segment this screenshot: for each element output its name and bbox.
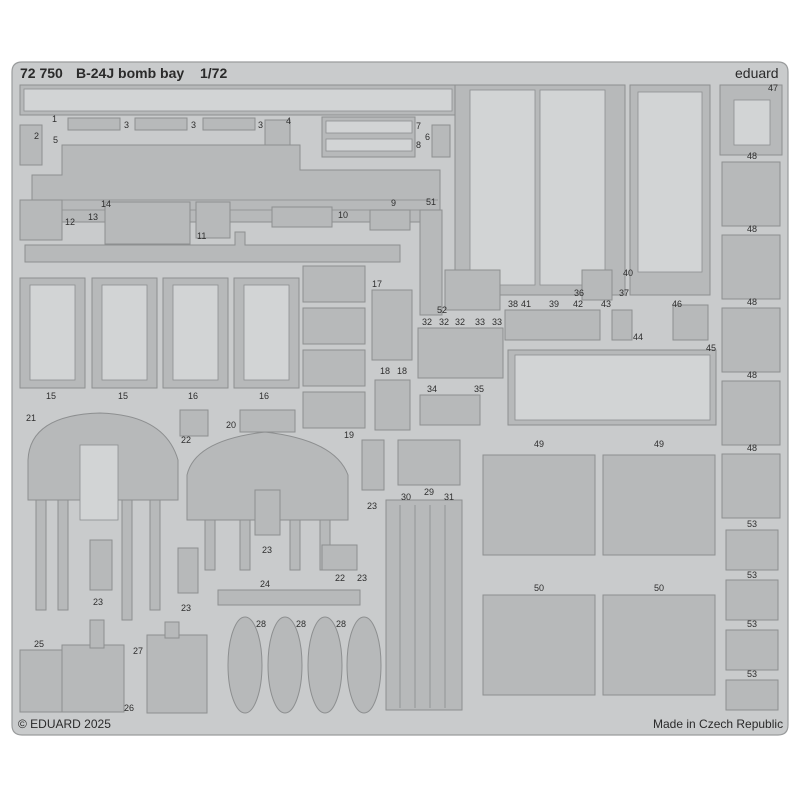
- part-number: 15: [46, 391, 56, 401]
- part-number: 31: [444, 492, 454, 502]
- part-number: 15: [118, 391, 128, 401]
- part-number: 32: [455, 317, 465, 327]
- fret-scale: 1/72: [200, 65, 227, 81]
- part-number: 20: [226, 420, 236, 430]
- part-number: 45: [706, 343, 716, 353]
- part-number: 49: [534, 439, 544, 449]
- part-48-group: [721, 161, 781, 519]
- part-number: 11: [197, 231, 206, 241]
- part-number: 18: [380, 366, 390, 376]
- part-number: 35: [474, 384, 484, 394]
- part-number: 23: [93, 597, 103, 607]
- part-number: 33: [475, 317, 485, 327]
- part-number: 28: [296, 619, 306, 629]
- brand-logo: eduard: [735, 65, 779, 81]
- part-number: 16: [259, 391, 269, 401]
- part-number: 49: [654, 439, 664, 449]
- part-number: 2: [34, 131, 39, 141]
- part-number: 53: [747, 570, 757, 580]
- part-number: 48: [747, 443, 757, 453]
- part-number: 3: [124, 120, 129, 130]
- part-number: 50: [654, 583, 664, 593]
- part-number: 29: [424, 487, 434, 497]
- part-number: 6: [425, 132, 430, 142]
- part-number: 48: [747, 370, 757, 380]
- fret-code: 72 750: [20, 65, 63, 81]
- part-number: 34: [427, 384, 437, 394]
- part-number: 48: [747, 224, 757, 234]
- part-number: 3: [191, 120, 196, 130]
- part-number: 23: [181, 603, 191, 613]
- part-number: 21: [26, 413, 36, 423]
- part-number: 17: [372, 279, 382, 289]
- part-number: 48: [747, 297, 757, 307]
- part-number: 10: [338, 210, 348, 220]
- part-number: 14: [101, 199, 111, 209]
- part-number: 43: [601, 299, 611, 309]
- part-number: 5: [53, 135, 58, 145]
- part-number: 28: [256, 619, 266, 629]
- part-number: 38: [508, 299, 518, 309]
- part-number: 33: [492, 317, 502, 327]
- part-number: 13: [88, 212, 98, 222]
- part-number: 40: [623, 268, 633, 278]
- part-number: 25: [34, 639, 44, 649]
- part-number: 51: [426, 197, 436, 207]
- part-number: 16: [188, 391, 198, 401]
- part-number: 19: [344, 430, 354, 440]
- part-number: 48: [747, 151, 757, 161]
- part-number: 3: [258, 120, 263, 130]
- copyright-text: © EDUARD 2025: [18, 717, 111, 731]
- part-number: 44: [633, 332, 643, 342]
- part-number: 52: [437, 305, 447, 315]
- part-number: 23: [262, 545, 272, 555]
- part-number: 53: [747, 669, 757, 679]
- part-number: 26: [124, 703, 134, 713]
- part-number: 28: [336, 619, 346, 629]
- part-number: 36: [574, 288, 584, 298]
- part-number: 39: [549, 299, 559, 309]
- parts: [19, 84, 783, 714]
- part-number: 12: [65, 217, 75, 227]
- part-number: 32: [439, 317, 449, 327]
- part-number: 9: [391, 198, 396, 208]
- part-number: 23: [367, 501, 377, 511]
- part-number: 50: [534, 583, 544, 593]
- part-number: 22: [335, 573, 345, 583]
- part-number: 53: [747, 519, 757, 529]
- part-number: 32: [422, 317, 432, 327]
- part-number: 53: [747, 619, 757, 629]
- part-number: 23: [357, 573, 367, 583]
- part-number: 47: [768, 83, 778, 93]
- part-number: 42: [573, 299, 583, 309]
- part-number: 27: [133, 646, 143, 656]
- part-number: 37: [619, 288, 629, 298]
- part-number: 18: [397, 366, 407, 376]
- part-number-labels: 1 2 3 3 3 4 5 6 7 8 9 10 11 12 13 14 15 …: [26, 83, 778, 713]
- part-number: 7: [416, 121, 421, 131]
- part-number: 46: [672, 299, 682, 309]
- part-number: 4: [286, 116, 291, 126]
- fret-title: B-24J bomb bay: [76, 65, 184, 81]
- part-number: 30: [401, 492, 411, 502]
- origin-text: Made in Czech Republic: [653, 717, 783, 731]
- part-number: 41: [521, 299, 531, 309]
- part-number: 8: [416, 140, 421, 150]
- part-number: 1: [52, 114, 57, 124]
- part-number: 24: [260, 579, 270, 589]
- part-number: 22: [181, 435, 191, 445]
